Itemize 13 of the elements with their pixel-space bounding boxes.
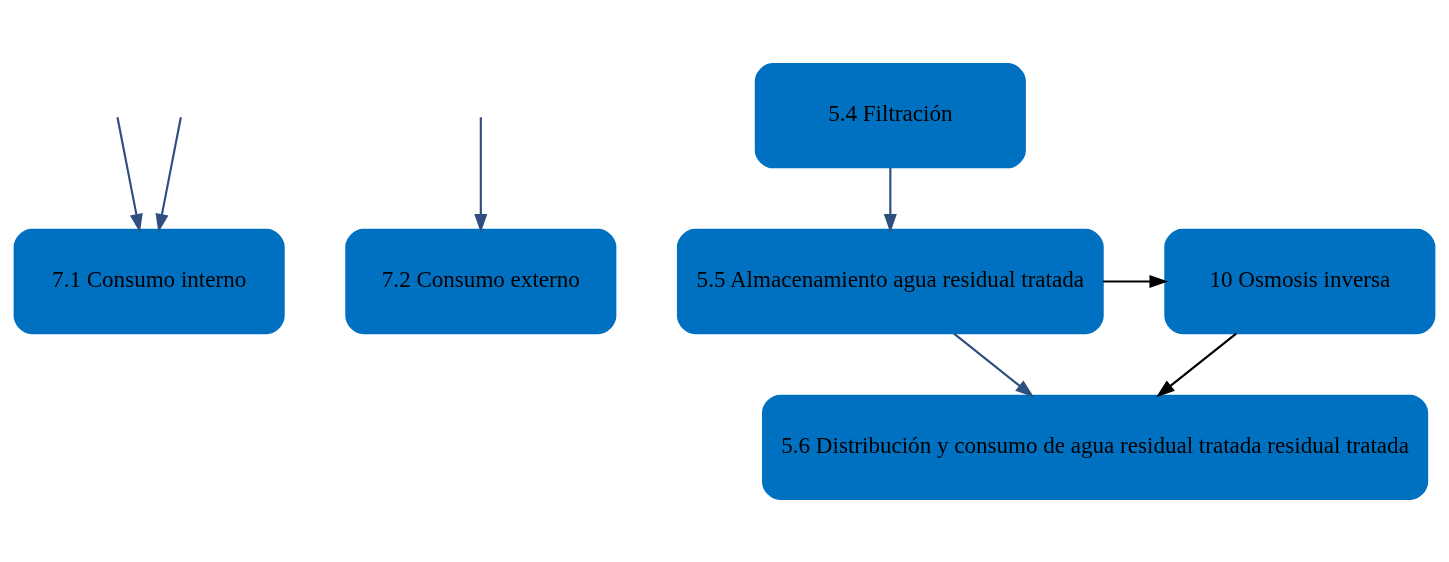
node-box: 7.2 Consumo externo [345, 228, 617, 334]
node-box: 10 Osmosis inversa [1164, 228, 1436, 334]
arrow [1156, 332, 1237, 397]
arrow [883, 167, 897, 233]
arrow [953, 332, 1035, 397]
arrow [116, 116, 143, 233]
node-box: 7.1 Consumo interno [13, 228, 285, 334]
arrow [1103, 274, 1169, 288]
node-box: 5.6 Distribución y consumo de agua residual tratada residual tratada [762, 394, 1429, 500]
arrow [474, 116, 488, 233]
arrow [155, 116, 182, 233]
node-box: 5.4 Filtración [754, 62, 1026, 168]
node-box: 5.5 Almacenamiento agua residual tratada [676, 228, 1104, 334]
